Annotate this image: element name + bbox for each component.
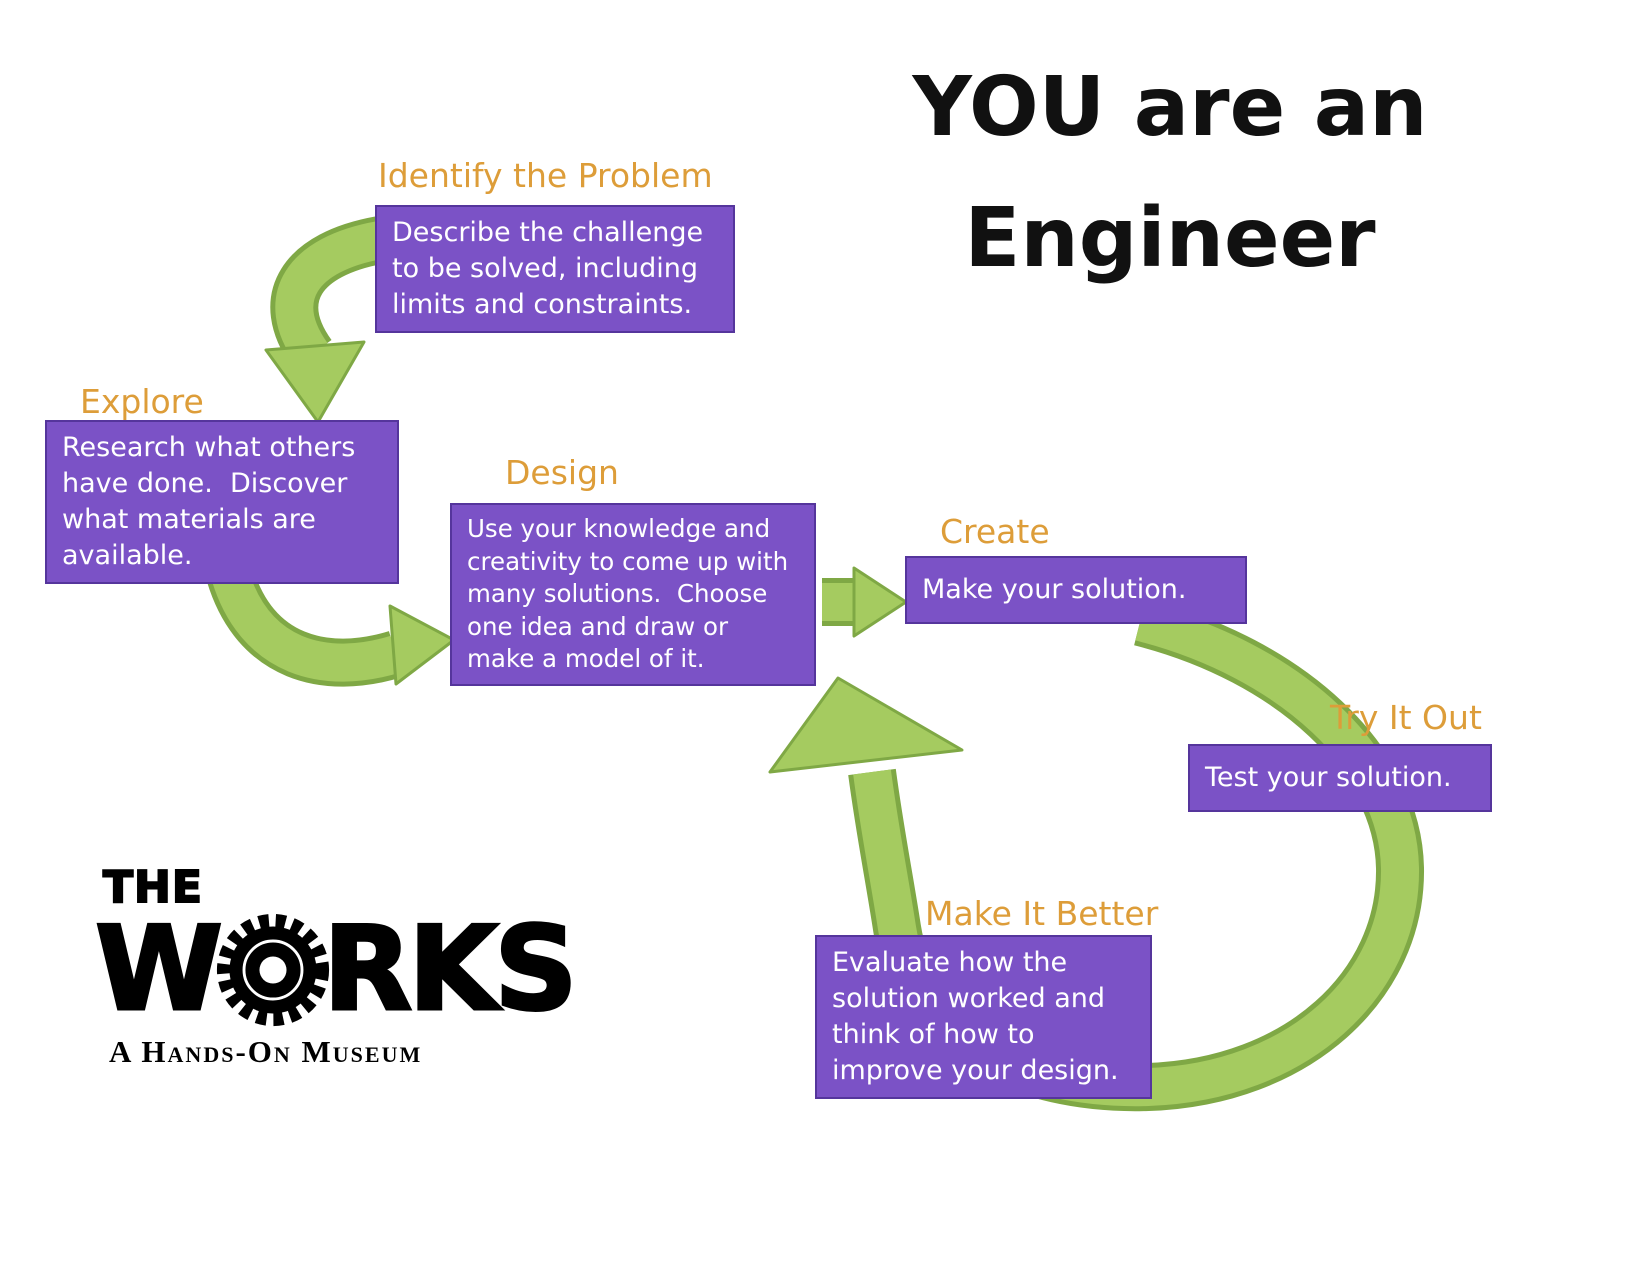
step-label-explore: Explore bbox=[80, 382, 204, 421]
arrow-identify-to-explore-icon bbox=[264, 216, 385, 424]
page-title-line1: YOU are an bbox=[912, 60, 1428, 155]
step-label-make-it-better: Make It Better bbox=[925, 894, 1159, 933]
logo-word-works: W RKS bbox=[94, 902, 580, 1037]
step-box-explore: Research what others have done. Discover… bbox=[45, 420, 399, 584]
step-box-design: Use your knowledge and creativity to com… bbox=[450, 503, 816, 686]
arrow-explore-to-design-icon bbox=[207, 567, 456, 687]
step-box-make-it-better: Evaluate how the solution worked and thi… bbox=[815, 935, 1152, 1099]
logo-tagline: A Hands-On Museum bbox=[109, 1034, 423, 1069]
arrow-design-to-create-icon bbox=[822, 566, 908, 638]
step-label-try-it-out: Try It Out bbox=[1330, 698, 1482, 737]
logo-word-the: THE bbox=[102, 862, 203, 913]
logo-letter-w: W bbox=[94, 902, 225, 1037]
page-title: YOU are an Engineer bbox=[880, 42, 1460, 304]
step-box-create: Make your solution. bbox=[905, 556, 1247, 624]
gear-icon bbox=[216, 913, 330, 1027]
works-museum-logo: THE W RKS A Hands-On Museum bbox=[94, 862, 580, 1069]
step-box-try-it-out: Test your solution. bbox=[1188, 744, 1492, 812]
step-label-identify-the-problem: Identify the Problem bbox=[378, 156, 713, 195]
step-label-design: Design bbox=[505, 453, 619, 492]
step-label-create: Create bbox=[940, 512, 1050, 551]
logo-letters-rks: RKS bbox=[321, 902, 579, 1037]
step-box-identify-the-problem: Describe the challenge to be solved, inc… bbox=[375, 205, 735, 333]
page-title-line2: Engineer bbox=[964, 191, 1376, 287]
